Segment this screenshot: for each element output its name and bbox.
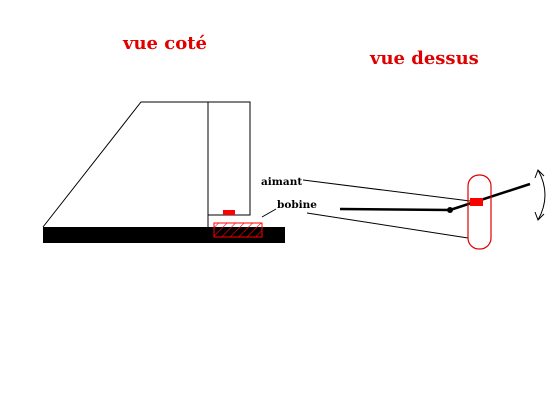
coil-top [467, 174, 492, 250]
side-body-outline [42, 101, 251, 228]
magnet-top [470, 198, 483, 206]
coil-leader-line-top [306, 212, 469, 239]
arc-arrow-top-icon [534, 169, 545, 179]
top-rod [339, 207, 451, 212]
oscillation-arc [537, 169, 546, 221]
side-view-title: vue coté [122, 33, 207, 54]
magnet-side [223, 210, 235, 215]
magnet-leader-line [302, 179, 471, 202]
coil-leader-line [261, 208, 277, 218]
coil-side [213, 222, 263, 238]
top-arm [449, 182, 531, 212]
arc-arrow-bottom-icon [534, 211, 545, 221]
coil-label: bobine [277, 199, 317, 211]
top-view-title: vue dessus [369, 48, 479, 69]
magnet-label: aimant [261, 176, 302, 188]
